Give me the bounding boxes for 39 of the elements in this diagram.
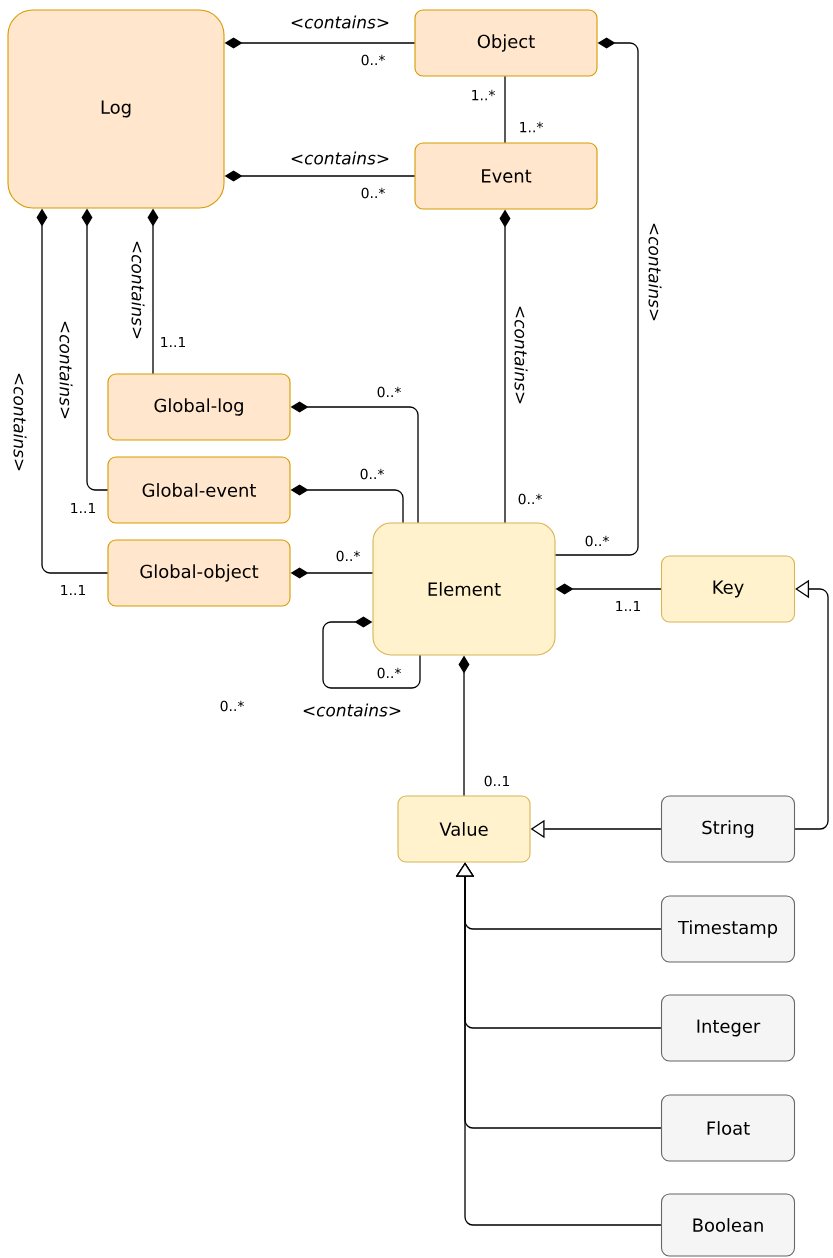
edge-label: <contains>: [647, 220, 663, 324]
class-box: Timestamp: [660, 895, 796, 963]
class-box: Value: [397, 795, 531, 863]
edge-label: <contains>: [513, 303, 529, 407]
composition-line: [322, 616, 421, 689]
multiplicity-label: 0..*: [585, 535, 609, 547]
class-box: Global-object: [107, 539, 291, 607]
class-box: Integer: [660, 994, 796, 1062]
edge-label: <contains>: [300, 702, 404, 718]
class-box: Boolean: [660, 1193, 796, 1257]
association-line: [504, 75, 506, 144]
multiplicity-label: 0..*: [360, 468, 384, 480]
multiplicity-label: 0..*: [361, 187, 385, 199]
class-box: Object: [414, 9, 598, 77]
multiplicity-label: 1..1: [71, 502, 96, 514]
multiplicity-label: 0..*: [377, 667, 401, 679]
class-box: Float: [660, 1094, 796, 1162]
class-box: Log: [7, 9, 225, 209]
class-box: String: [660, 795, 796, 863]
multiplicity-label: 0..*: [377, 386, 401, 398]
class-box: Element: [372, 522, 556, 656]
edge-label: <contains>: [288, 150, 392, 166]
multiplicity-label: 0..*: [361, 54, 385, 66]
edge-label: <contains>: [288, 14, 392, 30]
multiplicity-label: 1..1: [161, 336, 186, 348]
edge-label: <contains>: [58, 318, 74, 422]
class-box: Key: [660, 555, 796, 623]
multiplicity-label: 0..*: [518, 493, 542, 505]
multiplicity-label: 0..*: [220, 700, 244, 712]
class-box: Global-event: [107, 456, 291, 524]
class-box: Global-log: [107, 373, 291, 441]
multiplicity-label: 1..*: [472, 89, 495, 101]
multiplicity-label: 1..1: [616, 600, 641, 612]
class-box: Event: [414, 142, 598, 210]
multiplicity-label: 1..1: [61, 584, 86, 596]
edge-label: <contains>: [130, 238, 146, 342]
composition-line: [554, 37, 639, 556]
multiplicity-label: 0..*: [336, 550, 360, 562]
edge-label: <contains>: [12, 370, 28, 474]
